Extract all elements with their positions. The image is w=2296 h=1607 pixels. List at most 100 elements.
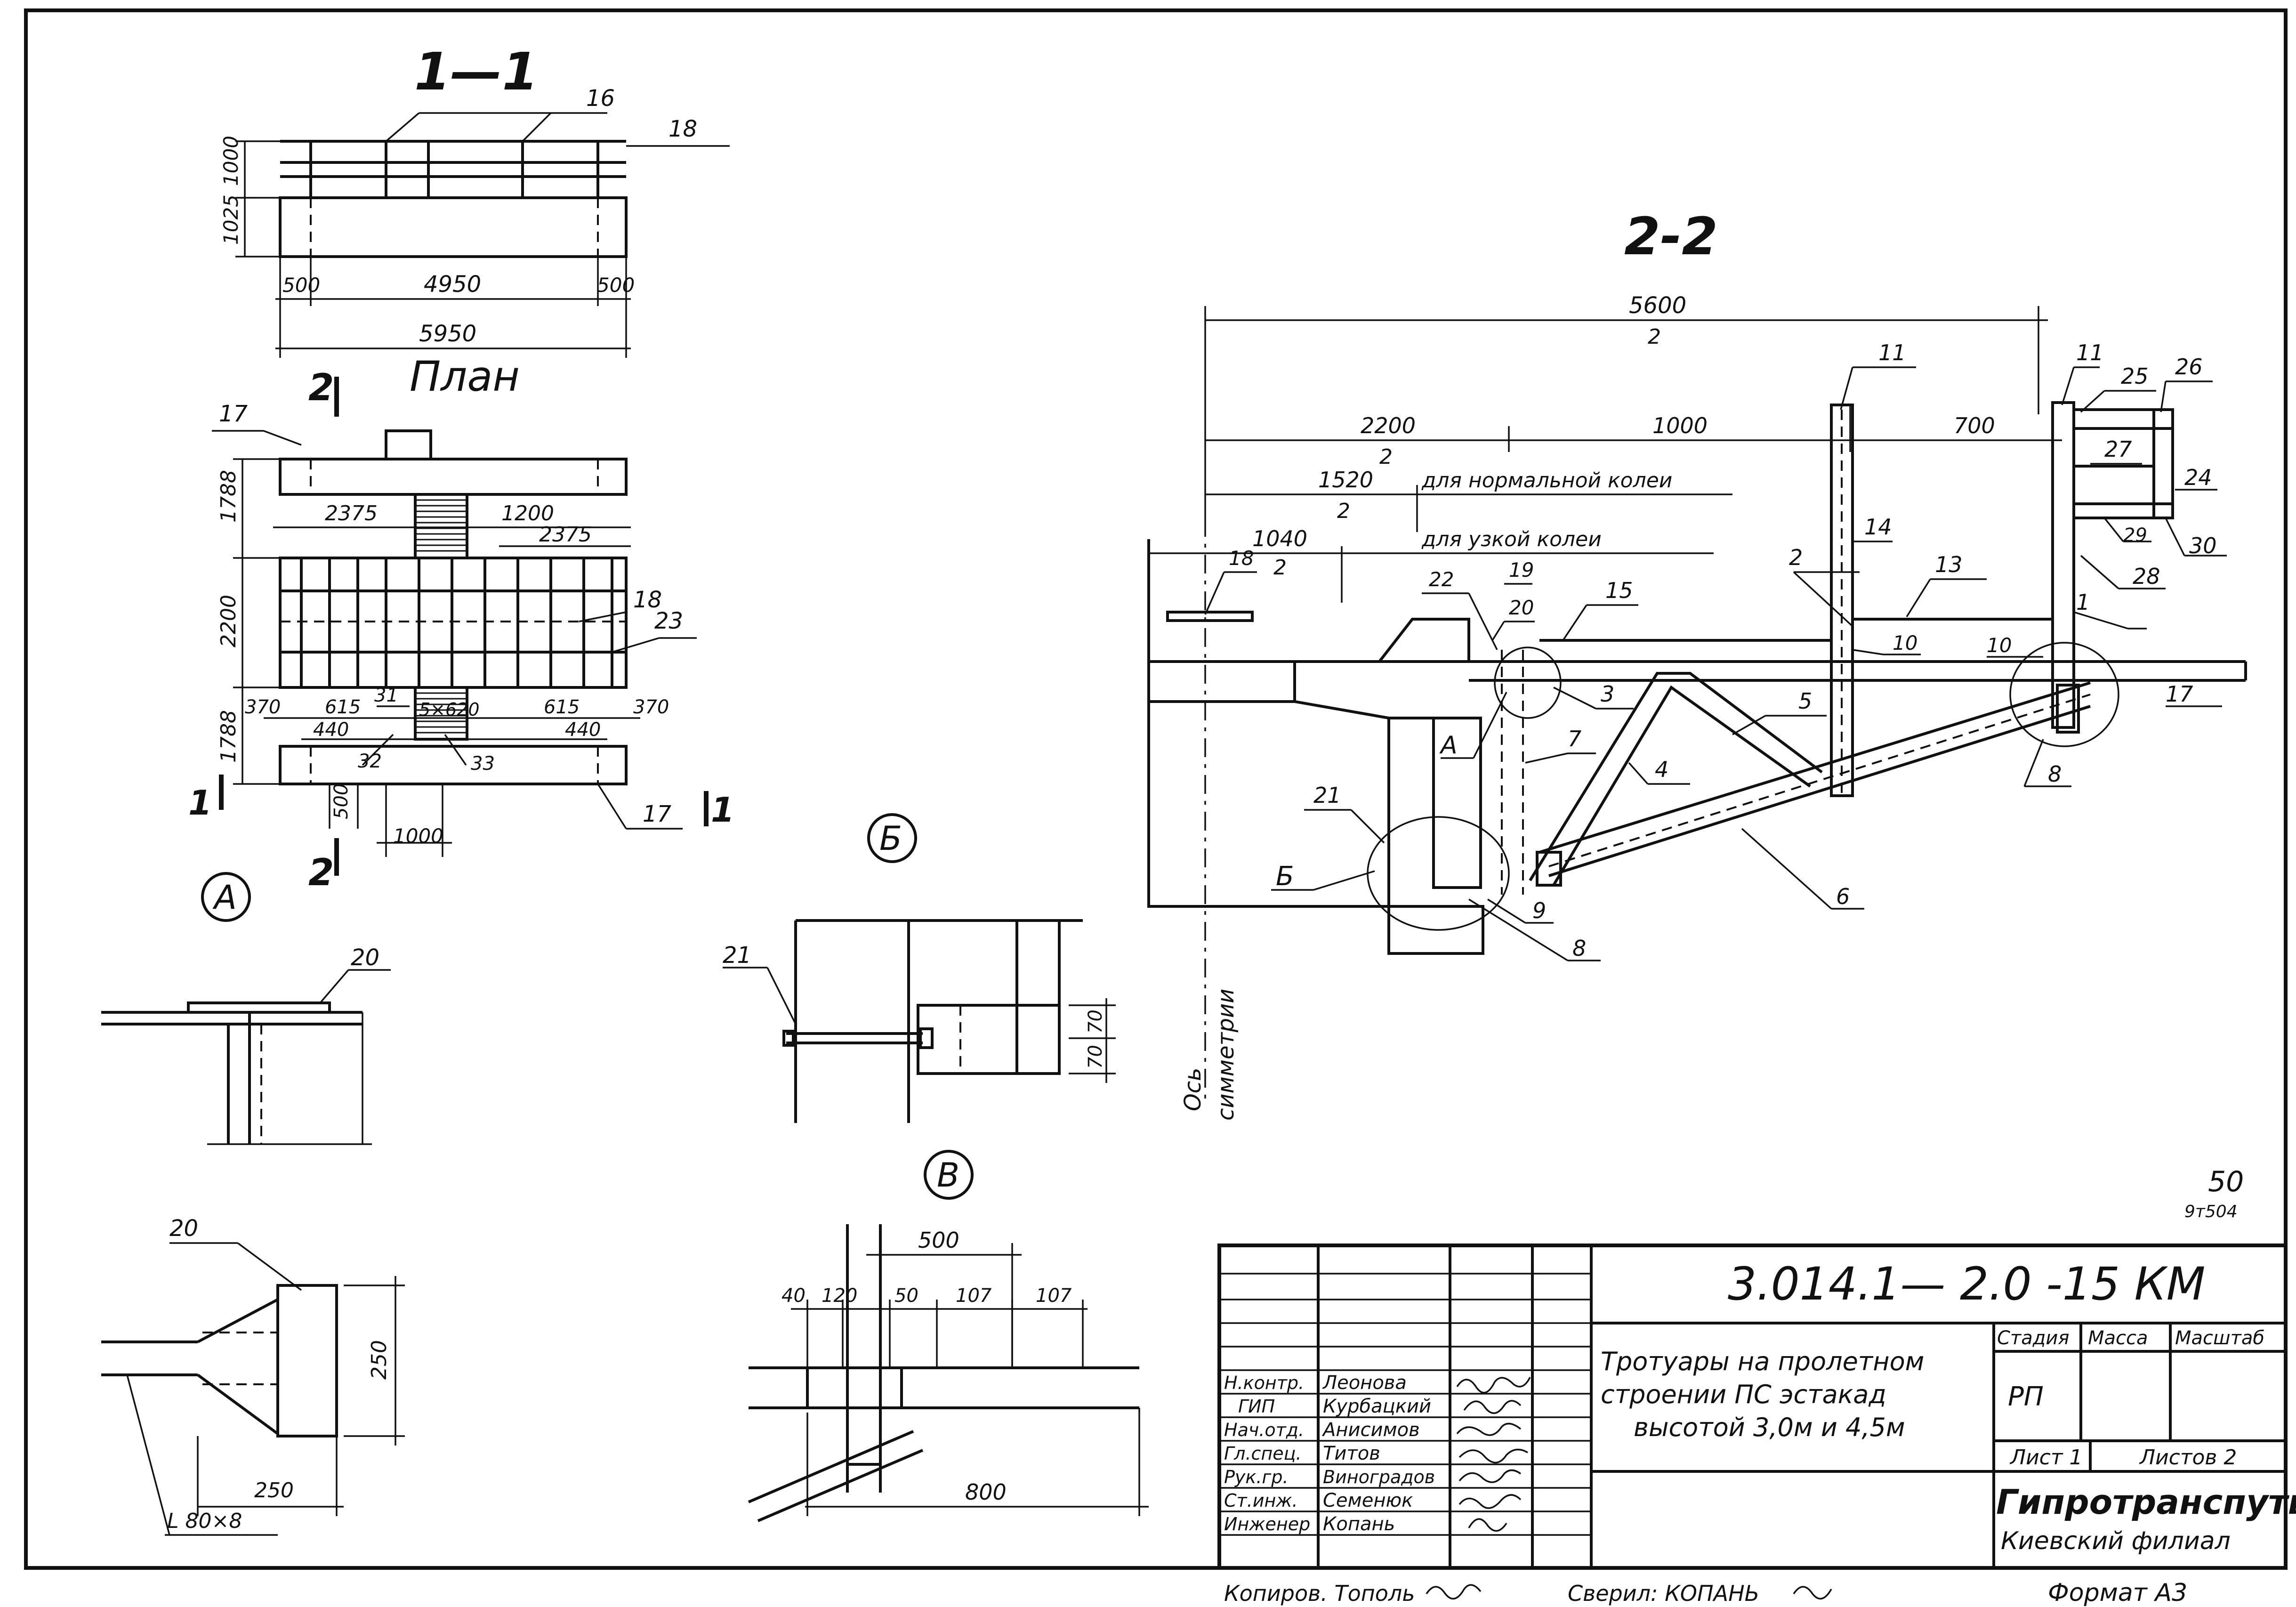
tb-sheet-label: Лист 1	[2009, 1445, 2082, 1470]
dim-2200-sub: 2	[1379, 445, 1393, 469]
dim-1040: 1040	[1252, 526, 1307, 551]
tb-stage-header: Стадия	[1997, 1327, 2069, 1349]
footer-checked: Сверил: КОПАНЬ	[1568, 1581, 1759, 1606]
callout-plan-31: 31	[374, 685, 398, 706]
tb-name-3: Титов	[1323, 1443, 1380, 1464]
callout-2-2-25: 25	[2121, 363, 2149, 389]
callout-2-2-10a: 10	[1893, 631, 1917, 654]
plan-title: План	[410, 352, 520, 401]
title-block: Н.контр. Леонова ГИП Курбацкий Нач.отд. …	[1217, 1244, 2296, 1570]
note-normal-gauge: для нормальной колеи	[1421, 468, 1672, 493]
callout-plan-17-bottom: 17	[643, 801, 672, 827]
detail-b-label: Б	[879, 819, 902, 858]
callout-2-2-11a: 11	[1878, 340, 1906, 365]
dim-plan-2375-left: 2375	[325, 501, 378, 525]
tb-name-5: Семенюк	[1323, 1490, 1413, 1511]
dim-plan-1788-bottom: 1788	[217, 710, 241, 763]
dim-2200: 2200	[1361, 413, 1416, 438]
dim-plan-2375-right: 2375	[539, 523, 592, 547]
handwritten-signatures	[1456, 1377, 1531, 1532]
callout-2-2-26: 26	[2175, 354, 2203, 380]
dim-plan-5x620: 5×620	[419, 699, 480, 720]
tb-name-4: Виноградов	[1323, 1467, 1435, 1487]
detail-v-dim-120: 120	[822, 1285, 857, 1307]
tb-sheets-label: Листов 2	[2139, 1445, 2237, 1470]
callout-2-2-18: 18	[1229, 547, 1254, 570]
section-1-1-title: 1—1	[414, 41, 538, 102]
plan-section-1-left: 1	[188, 783, 212, 823]
detail-section-callout-20: 20	[169, 1215, 198, 1242]
dim-1025: 1025	[219, 194, 242, 245]
callout-2-2-13: 13	[1935, 552, 1963, 577]
dim-1040-sub: 2	[1273, 556, 1287, 580]
callout-2-2-9: 9	[1532, 898, 1546, 923]
tb-org-branch: Киевский филиал	[2001, 1527, 2231, 1555]
callout-2-2-7: 7	[1568, 726, 1581, 751]
dim-5600-sub: 2	[1648, 325, 1661, 349]
detail-v-label: В	[937, 1156, 959, 1195]
detail-v-dim-800: 800	[965, 1479, 1007, 1505]
tb-description-1: Тротуары на пролетном	[1601, 1347, 1924, 1376]
detail-section-dim-250-v: 250	[367, 1340, 391, 1380]
callout-2-2-27: 27	[2104, 436, 2132, 462]
dim-4950: 4950	[424, 271, 481, 298]
detail-a-label: А	[212, 878, 237, 917]
tb-name-0: Леонова	[1322, 1372, 1407, 1394]
tb-role-2: Нач.отд.	[1224, 1420, 1304, 1440]
detail-section-angle: L 80×8	[167, 1509, 242, 1533]
callout-2-2-2: 2	[1789, 545, 1803, 570]
plan-section-1-right: 1	[711, 790, 734, 830]
callout-2-2-14: 14	[1864, 514, 1892, 540]
detail-v-dim-40: 40	[781, 1285, 806, 1307]
plan-cross-beams	[280, 558, 626, 687]
dim-plan-1788-top: 1788	[217, 470, 241, 523]
callout-2-2-11b: 11	[2076, 340, 2104, 365]
tb-org-name: Гипротранспуть	[1996, 1482, 2296, 1522]
callout-2-2-10b: 10	[1987, 634, 2012, 657]
callout-plan-18: 18	[633, 587, 662, 613]
detail-a-callout-20: 20	[351, 945, 379, 971]
dim-1520-sub: 2	[1337, 499, 1350, 523]
detail-v: В 500 40 120 50 107 107 800	[748, 1150, 1149, 1522]
dim-plan-1000: 1000	[393, 824, 443, 848]
section-2-2-title: 2-2	[1624, 206, 1718, 266]
callout-2-2-1: 1	[2076, 590, 2090, 615]
callout-2-2-17: 17	[2166, 681, 2193, 707]
section-1-1: 1—1 1000 1025 500 4950 500 5950	[219, 41, 730, 358]
footer: Копиров. Тополь Сверил: КОПАНЬ Формат А3	[1224, 1579, 2187, 1607]
dim-1000: 1000	[1652, 413, 1708, 438]
dim-plan-440-right: 440	[565, 719, 601, 741]
detail-v-dim-50: 50	[894, 1285, 918, 1307]
dim-plan-500: 500	[330, 783, 352, 819]
tb-scale-header: Масштаб	[2175, 1327, 2264, 1349]
callout-2-2-6: 6	[1836, 884, 1850, 909]
callout-2-2-21: 21	[1313, 783, 1341, 808]
tb-stage-value: РП	[2008, 1381, 2044, 1412]
tb-role-1: ГИП	[1238, 1396, 1275, 1417]
callout-2-2-8a: 8	[1572, 936, 1586, 961]
callout-2-2-28: 28	[2133, 564, 2160, 589]
dim-500-left: 500	[282, 274, 320, 297]
detail-b-dim-70b: 70	[1085, 1045, 1106, 1069]
dim-plan-615-left: 615	[325, 696, 361, 718]
detail-section-dim-250-h: 250	[254, 1478, 294, 1502]
dim-700: 700	[1954, 413, 1995, 438]
hatch-top	[415, 499, 467, 552]
dim-1520: 1520	[1318, 467, 1373, 493]
callout-2-2-29: 29	[2123, 525, 2147, 546]
callout-18: 18	[669, 116, 697, 142]
tb-name-2: Анисимов	[1321, 1419, 1420, 1441]
callout-plan-32: 32	[358, 751, 382, 772]
plan-section-mark-top: 2	[308, 367, 334, 409]
callout-2-2-20: 20	[1509, 596, 1534, 619]
section-2-2: 2-2 5600 2 2200 2 1000 700 1520 2 для но…	[1147, 206, 2247, 1121]
dim-plan-615-right: 615	[544, 696, 580, 718]
sheet-frame	[24, 8, 2288, 1570]
detail-b: Б 21 70 70	[723, 813, 1116, 1123]
tb-role-6: Инженер	[1224, 1514, 1310, 1534]
dim-500-right: 500	[597, 274, 635, 297]
detail-b-dim-70a: 70	[1085, 1009, 1106, 1034]
callout-2-2-4: 4	[1655, 757, 1668, 782]
tb-role-5: Ст.инж.	[1224, 1490, 1298, 1511]
